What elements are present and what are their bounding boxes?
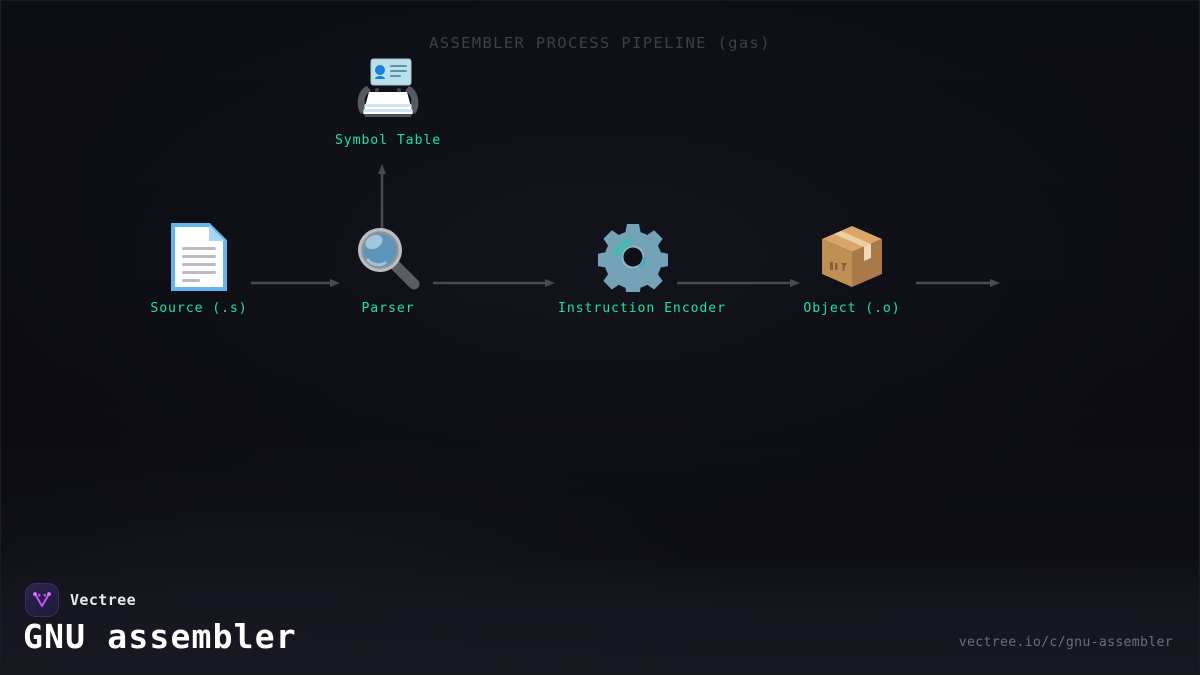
source-url: vectree.io/c/gnu-assembler [958, 635, 1173, 650]
headline: GNU assembler [23, 617, 297, 656]
gear-icon [558, 221, 708, 293]
card-index-icon [313, 53, 463, 125]
node-label-instruction-encoder: Instruction Encoder [558, 301, 726, 316]
node-label-object: Object (.o) [803, 301, 901, 316]
brand-row: Vectree [25, 583, 136, 617]
page-facing-up-icon [124, 221, 274, 293]
node-parser[interactable]: Parser [313, 221, 463, 316]
node-instruction-encoder[interactable]: Instruction Encoder [558, 221, 726, 316]
magnifying-glass-icon [313, 221, 463, 293]
brand-name: Vectree [70, 591, 137, 609]
node-symbol-table[interactable]: Symbol Table [313, 53, 463, 148]
vectree-logo-icon [25, 583, 59, 617]
page-title: ASSEMBLER PROCESS PIPELINE (gas) [429, 34, 771, 52]
node-source[interactable]: Source (.s) [124, 221, 274, 316]
node-object[interactable]: Object (.o) [777, 221, 927, 316]
node-label-symbol-table: Symbol Table [334, 133, 442, 148]
node-label-source: Source (.s) [150, 301, 248, 316]
node-label-parser: Parser [361, 301, 415, 316]
package-box-icon [777, 221, 927, 293]
